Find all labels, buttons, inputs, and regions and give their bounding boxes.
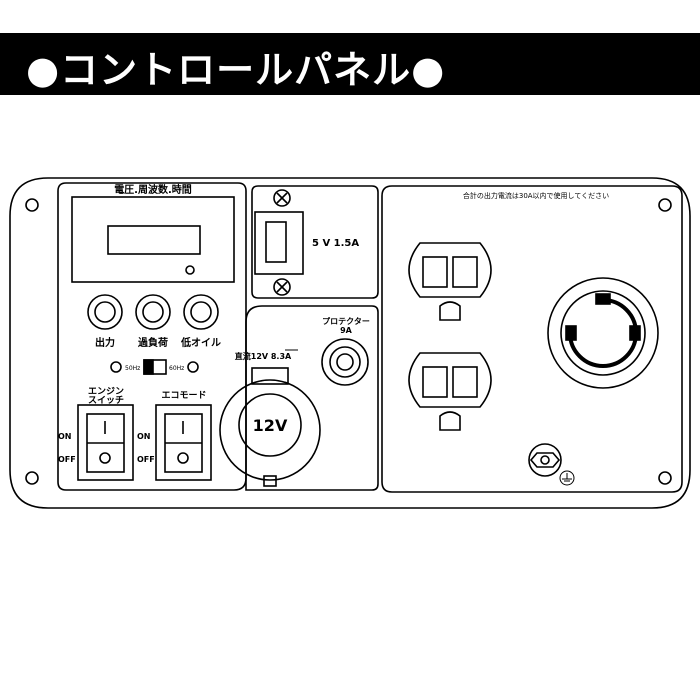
- ground-terminal-bolt: [540, 455, 550, 465]
- engine-switch-frame: [77, 404, 134, 481]
- ground-terminal-outer: [528, 443, 562, 477]
- eco-mode-label: エコモード: [161, 390, 206, 401]
- ac-outlet-bottom-right-slot: [452, 366, 478, 398]
- freq-60hz-label: 60Hz: [169, 365, 184, 372]
- low-oil-lamp-outer: [183, 294, 219, 330]
- ac-subpanel: [381, 185, 683, 493]
- freq-50hz-label: 50Hz: [125, 365, 140, 372]
- ac-outlet-top-left-slot: [422, 256, 448, 288]
- display-label: 電圧.周波数.時間: [114, 183, 192, 196]
- engine-off-label: OFF: [58, 455, 76, 464]
- usb-subpanel: [251, 185, 379, 299]
- ac-current-note: 合計の出力電流は30A以内で使用してください: [463, 191, 609, 200]
- twist-lock-slot-right: [629, 325, 641, 341]
- page-title: ●コントロールパネル●: [26, 48, 446, 92]
- protector-label-line1: プロテクター: [322, 316, 370, 326]
- ac-outlet-top-ground: [439, 301, 461, 321]
- eco-switch-frame: [155, 404, 212, 481]
- ac-outlet-top-socket[interactable]: [415, 250, 485, 290]
- low-oil-indicator-label: 低オイル: [180, 336, 221, 349]
- dc-outlet-cap-tab: [263, 475, 277, 487]
- ground-terminal-nut[interactable]: [529, 452, 561, 468]
- panel-outline: [9, 177, 691, 509]
- ac-outlet-bottom-frame: [408, 352, 492, 408]
- engine-switch-off-mark: [99, 452, 111, 464]
- usb-port-frame: [254, 211, 304, 275]
- twist-lock-outlet[interactable]: [568, 298, 638, 368]
- twist-lock-outer-ring: [547, 277, 659, 389]
- usb-screw-bottom: [273, 278, 291, 296]
- overload-lamp-inner: [142, 301, 164, 323]
- engine-switch-label-line1: エンジン: [88, 386, 124, 397]
- dc-outlet-cap-hinge: [251, 367, 289, 385]
- freq-50hz-indicator: [110, 361, 122, 373]
- protector-button-outer: [321, 338, 369, 386]
- header-banner: ●コントロールパネル●: [0, 33, 700, 95]
- ac-outlet-top-right-slot: [452, 256, 478, 288]
- low-oil-lamp-inner: [190, 301, 212, 323]
- mount-hole-bottom-right: [658, 471, 672, 485]
- display-screen: [107, 225, 201, 255]
- twist-lock-slot-top: [595, 293, 611, 305]
- eco-switch-off-mark: [177, 452, 189, 464]
- ac-outlet-bottom-left-slot: [422, 366, 448, 398]
- usb-port[interactable]: [265, 221, 287, 263]
- ground-symbol-circle: [559, 470, 575, 486]
- dc-outlet-socket[interactable]: [238, 393, 302, 457]
- engine-switch-label-line2: スイッチ: [88, 395, 124, 406]
- ac-outlet-bottom-ground: [439, 411, 461, 431]
- dc-subpanel: [245, 305, 379, 491]
- mount-hole-bottom-left: [25, 471, 39, 485]
- mount-hole-top-right: [658, 198, 672, 212]
- twist-lock-slot-left: [565, 325, 577, 341]
- dc-outlet-ring: [219, 379, 321, 481]
- overload-lamp-outer: [135, 294, 171, 330]
- overload-indicator-label: 過負荷: [137, 336, 168, 349]
- display-frame: [71, 196, 235, 283]
- protector-button[interactable]: [329, 346, 361, 378]
- eco-off-label: OFF: [137, 455, 155, 464]
- display-indicator-dot: [185, 265, 195, 275]
- eco-on-label: ON: [137, 432, 151, 441]
- mount-hole-top-left: [25, 198, 39, 212]
- protector-button-center: [336, 353, 354, 371]
- twist-lock-inner-ring: [560, 290, 646, 376]
- freq-60hz-indicator: [187, 361, 199, 373]
- dc-socket-text: 12V: [253, 416, 288, 435]
- protector-label-line2: 9A: [340, 326, 353, 335]
- engine-on-label: ON: [58, 432, 72, 441]
- usb-screw-top: [273, 189, 291, 207]
- ac-outlet-bottom-socket[interactable]: [415, 360, 485, 400]
- output-lamp-inner: [94, 301, 116, 323]
- output-indicator-label: 出力: [95, 336, 115, 349]
- output-lamp-outer: [87, 294, 123, 330]
- usb-label: 5 V 1.5A: [312, 238, 359, 249]
- left-subpanel: [57, 182, 247, 491]
- frequency-switch-knob: [143, 359, 154, 375]
- ac-outlet-top-frame: [408, 242, 492, 298]
- dc-outlet-label: 直流12V 8.3A: [235, 351, 292, 361]
